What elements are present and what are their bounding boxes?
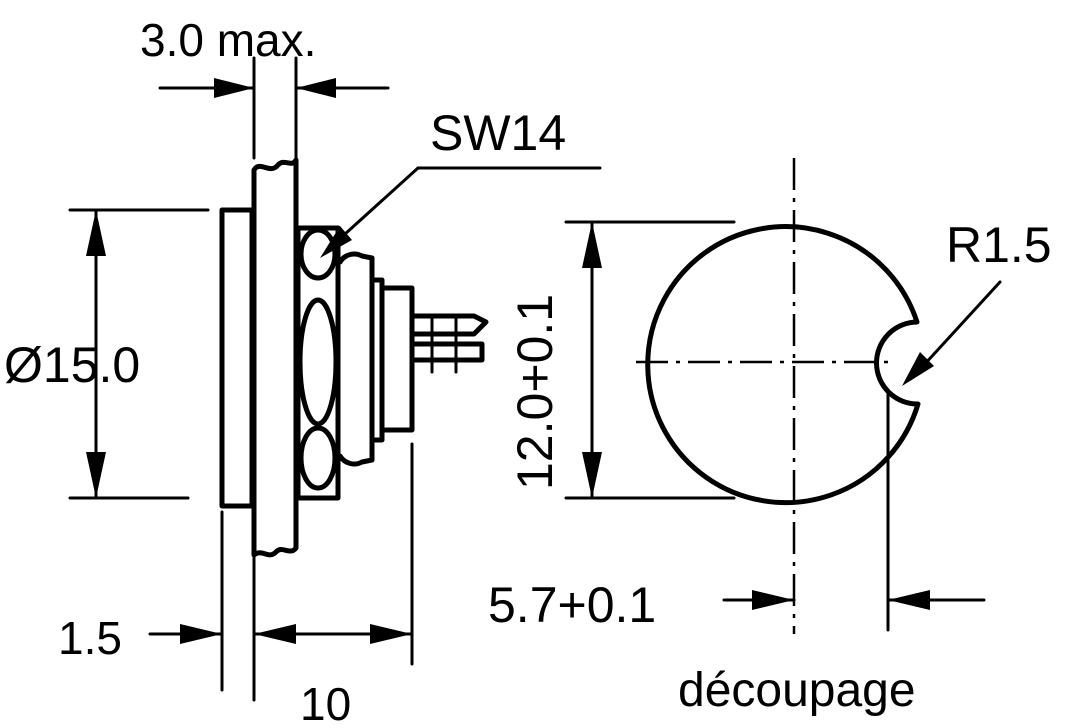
flange-thickness-label: 1.5: [58, 612, 122, 664]
cutout-outline: [645, 224, 921, 506]
cutout-view: [564, 158, 1002, 634]
wrench-size-label: SW14: [430, 105, 566, 161]
mounting-panel: [251, 157, 299, 558]
rear-housing: [379, 285, 415, 433]
cutout-width-label: 5.7+0.1: [488, 577, 656, 633]
outer-diameter-label: Ø15.0: [4, 337, 140, 393]
contact-pin-top: [409, 313, 489, 337]
connector-side-view: [219, 157, 489, 558]
cutout-caption: découpage: [678, 664, 916, 717]
cutout-height-label: 12.0+0.1: [507, 294, 563, 490]
rear-body: [337, 251, 375, 467]
hex-nut-face-bottom: [298, 425, 338, 491]
hex-nut: [295, 225, 341, 501]
depth-label: 10: [300, 678, 351, 728]
hex-nut-face-top: [298, 227, 338, 281]
front-flange: [219, 207, 255, 509]
side-view-dimensions: [68, 56, 602, 702]
hex-nut-face-middle: [297, 297, 339, 427]
thickness-max-label: 3.0 max.: [140, 14, 316, 66]
contact-pin-bottom: [409, 341, 485, 363]
notch-radius-label: R1.5: [946, 217, 1052, 273]
